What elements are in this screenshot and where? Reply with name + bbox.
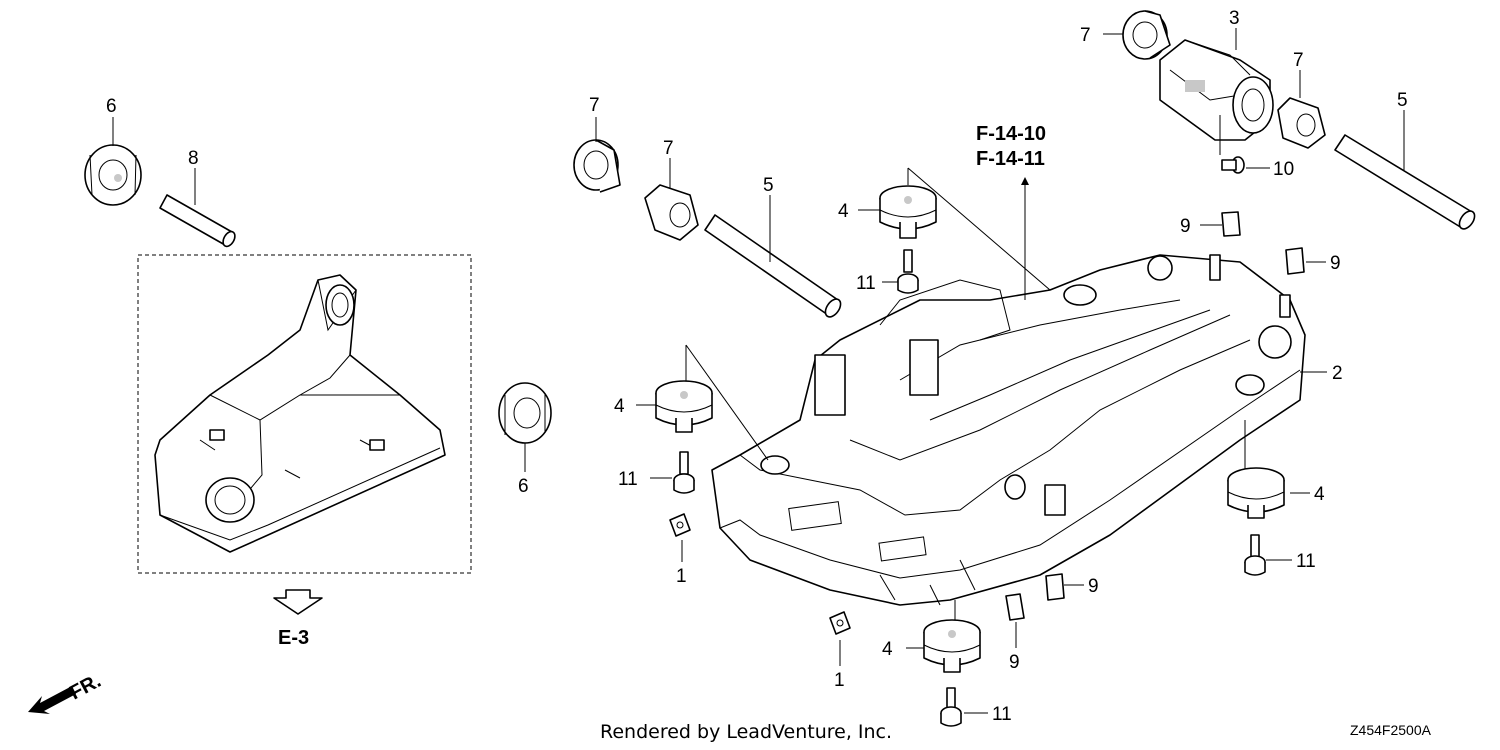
part-6-bush-lower: [498, 382, 552, 444]
part-6-bush-upper: [84, 144, 142, 206]
part-5-tube-middle: [704, 214, 842, 318]
callout-9-right: 9: [1330, 253, 1341, 274]
footer-credit: Rendered by LeadVenture, Inc.: [600, 721, 892, 743]
reference-f-14-10[interactable]: F-14-10: [976, 123, 1046, 145]
callout-5-right: 5: [1397, 90, 1408, 111]
part-1-nut-bottom: [829, 611, 851, 635]
part-7-bushing-top: [1122, 10, 1171, 60]
part-2-base-tray: [711, 254, 1306, 606]
callout-8: 8: [188, 148, 199, 169]
part-1-nut-left: [669, 513, 691, 537]
callout-9-bottom-left: 9: [1009, 652, 1020, 673]
callout-2: 2: [1332, 363, 1343, 384]
diagram-code: Z454F2500A: [1350, 722, 1432, 738]
callout-7-top: 7: [1080, 25, 1091, 46]
arrow-front-icon: [28, 686, 76, 714]
part-7-bushing-mid: [644, 184, 699, 241]
callout-11-left: 11: [618, 469, 638, 490]
part-9-clip-1: [1221, 211, 1241, 237]
callout-11-bottom: 11: [992, 704, 1012, 725]
part-9-clip-4: [1005, 593, 1025, 621]
part-10-bolt: [1219, 115, 1245, 174]
part-4-mount-top: [879, 185, 937, 239]
callout-4-left: 4: [614, 396, 625, 417]
direction-label: FR.: [66, 670, 105, 705]
part-7-bushing-right: [1277, 97, 1326, 149]
part-3-bracket: [1159, 39, 1274, 141]
callout-leaders: [112, 28, 1405, 714]
reference-f-14-11[interactable]: F-14-11: [976, 148, 1045, 170]
hollow-down-arrow-icon: [273, 589, 323, 615]
callout-4-top: 4: [838, 201, 849, 222]
callout-6-upper: 6: [106, 96, 117, 117]
callout-7-right: 7: [1293, 50, 1304, 71]
callout-9-bottom-right: 9: [1088, 576, 1099, 597]
part-7-bushing-left: [573, 139, 621, 193]
part-11-bolt-top: [897, 249, 919, 294]
cover-assembly: [137, 254, 472, 615]
part-11-bolt-left: [673, 451, 695, 494]
part-5-tube-right: [1334, 134, 1476, 230]
callout-9-top: 9: [1180, 216, 1191, 237]
callout-5-middle: 5: [763, 175, 774, 196]
part-11-bolt-right: [1244, 534, 1266, 576]
part-9-clip-3: [1045, 573, 1065, 601]
part-4-mount-right: [1227, 467, 1285, 519]
part-9-clip-2: [1285, 247, 1305, 275]
callout-4-right: 4: [1314, 484, 1325, 505]
part-8-tube: [159, 194, 236, 248]
callout-11-right: 11: [1296, 551, 1316, 572]
callout-3: 3: [1229, 8, 1240, 29]
callout-4-bottom: 4: [882, 639, 893, 660]
callout-10: 10: [1273, 159, 1294, 180]
callout-6-lower: 6: [518, 476, 529, 497]
callout-1-bottom: 1: [834, 670, 845, 691]
callout-11-top: 11: [856, 273, 876, 294]
part-11-bolt-bottom: [940, 687, 962, 727]
leader-lines: [685, 167, 1327, 625]
callout-1-left: 1: [676, 566, 687, 587]
part-4-mount-left: [655, 380, 713, 433]
callout-7-mid: 7: [663, 138, 674, 159]
part-4-mount-bottom: [923, 619, 981, 673]
callout-7-left: 7: [589, 95, 600, 116]
reference-e-3[interactable]: E-3: [278, 627, 309, 649]
